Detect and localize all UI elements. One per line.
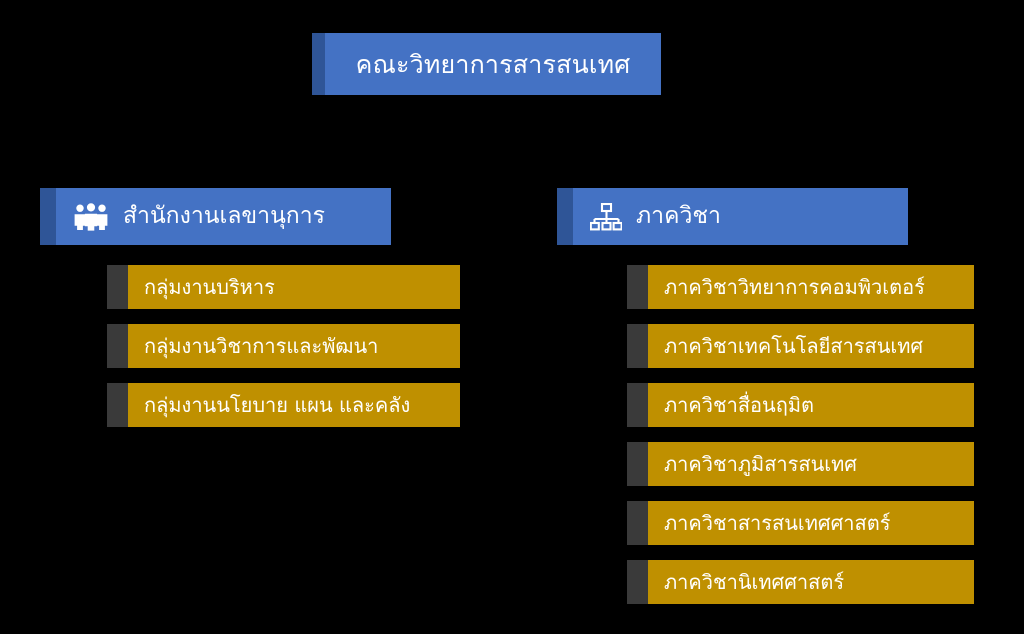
node-body: ภาควิชานิเทศศาสตร์ xyxy=(648,560,974,604)
leaf-node-department-4[interactable]: ภาควิชาภูมิสารสนเทศ xyxy=(627,442,974,486)
leaf-label: ภาควิชาสื่อนฤมิต xyxy=(664,393,814,417)
branch-header-departments[interactable]: ภาควิชา xyxy=(557,188,908,245)
leaf-label: ภาควิชาสารสนเทศศาสตร์ xyxy=(664,511,891,535)
faculty-title-label: คณะวิทยาการสารสนเทศ xyxy=(355,49,631,79)
leaf-node-department-1[interactable]: ภาควิชาวิทยาการคอมพิวเตอร์ xyxy=(627,265,974,309)
hierarchy-icon xyxy=(590,202,622,231)
node-accent-bar xyxy=(627,501,648,545)
node-accent-bar xyxy=(627,442,648,486)
leaf-label: ภาควิชาเทคโนโลยีสารสนเทศ xyxy=(664,334,924,358)
leaf-label: กลุ่มงานบริหาร xyxy=(144,275,275,299)
node-body: สำนักงานเลขานุการ xyxy=(56,188,391,245)
node-body: ภาควิชาวิทยาการคอมพิวเตอร์ xyxy=(648,265,974,309)
node-accent-bar xyxy=(627,560,648,604)
leaf-label: ภาควิชาวิทยาการคอมพิวเตอร์ xyxy=(664,275,925,299)
node-body: ภาควิชาภูมิสารสนเทศ xyxy=(648,442,974,486)
leaf-node-department-2[interactable]: ภาควิชาเทคโนโลยีสารสนเทศ xyxy=(627,324,974,368)
leaf-label: ภาควิชานิเทศศาสตร์ xyxy=(664,570,845,594)
node-accent-bar xyxy=(107,383,128,427)
node-accent-bar xyxy=(40,188,56,245)
node-body: ภาควิชาสารสนเทศศาสตร์ xyxy=(648,501,974,545)
node-body: กลุ่มงานนโยบาย แผน และคลัง xyxy=(128,383,460,427)
node-body: ภาควิชาสื่อนฤมิต xyxy=(648,383,974,427)
three-people-icon xyxy=(73,202,109,231)
leaf-label: กลุ่มงานวิชาการและพัฒนา xyxy=(144,334,379,358)
node-faculty-title[interactable]: คณะวิทยาการสารสนเทศ xyxy=(312,33,661,95)
leaf-label: กลุ่มงานนโยบาย แผน และคลัง xyxy=(144,393,411,417)
leaf-node-secretariat-1[interactable]: กลุ่มงานบริหาร xyxy=(107,265,460,309)
node-body: คณะวิทยาการสารสนเทศ xyxy=(325,33,661,95)
leaf-node-department-5[interactable]: ภาควิชาสารสนเทศศาสตร์ xyxy=(627,501,974,545)
node-accent-bar xyxy=(627,324,648,368)
leaf-node-secretariat-2[interactable]: กลุ่มงานวิชาการและพัฒนา xyxy=(107,324,460,368)
leaf-node-secretariat-3[interactable]: กลุ่มงานนโยบาย แผน และคลัง xyxy=(107,383,460,427)
node-accent-bar xyxy=(107,324,128,368)
branch-label-departments: ภาควิชา xyxy=(636,203,721,229)
node-body: กลุ่มงานบริหาร xyxy=(128,265,460,309)
node-accent-bar xyxy=(557,188,573,245)
node-accent-bar xyxy=(627,383,648,427)
branch-header-secretariat[interactable]: สำนักงานเลขานุการ xyxy=(40,188,391,245)
node-body: ภาควิชาเทคโนโลยีสารสนเทศ xyxy=(648,324,974,368)
node-accent-bar xyxy=(627,265,648,309)
leaf-label: ภาควิชาภูมิสารสนเทศ xyxy=(664,452,857,476)
node-accent-bar xyxy=(107,265,128,309)
node-body: กลุ่มงานวิชาการและพัฒนา xyxy=(128,324,460,368)
node-accent-bar xyxy=(312,33,325,95)
leaf-node-department-6[interactable]: ภาควิชานิเทศศาสตร์ xyxy=(627,560,974,604)
node-body: ภาควิชา xyxy=(573,188,908,245)
branch-label-secretariat: สำนักงานเลขานุการ xyxy=(123,203,325,229)
leaf-node-department-3[interactable]: ภาควิชาสื่อนฤมิต xyxy=(627,383,974,427)
